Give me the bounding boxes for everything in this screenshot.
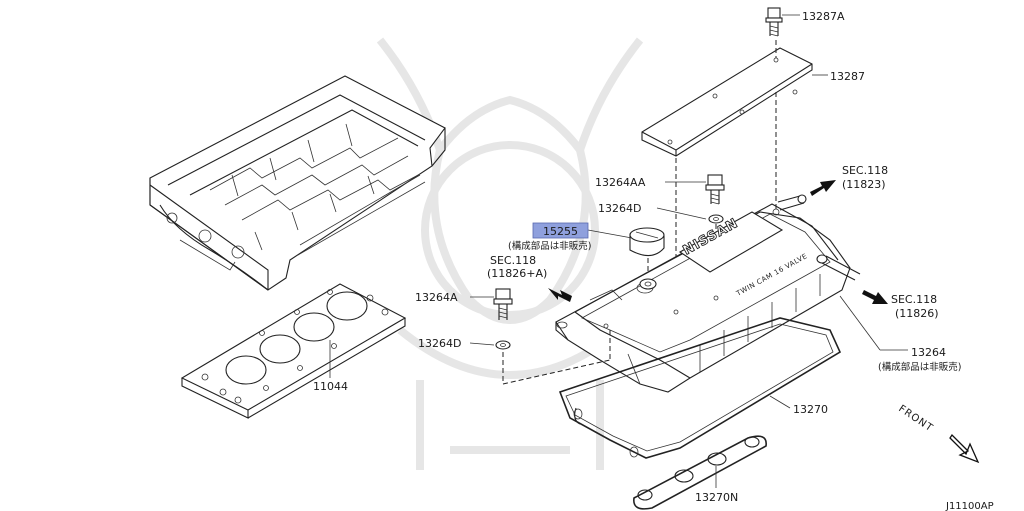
label-13264a[interactable]: 13264A: [415, 291, 458, 304]
label-sec118-11823[interactable]: SEC.118: [842, 164, 888, 177]
oil-filler-cap: [587, 227, 665, 284]
label-sec118-11826a[interactable]: SEC.118: [490, 254, 536, 267]
label-13270[interactable]: 13270: [793, 403, 828, 416]
diagram-code: J11100AP: [945, 501, 994, 511]
label-13264-note: (構成部品は非販売): [878, 361, 961, 373]
label-sec118-11826a-sub: (11826+A): [487, 267, 547, 280]
cylinder-head: [149, 75, 446, 291]
plug-tube-gasket: [633, 435, 767, 510]
part-15255-highlight[interactable]: [532, 222, 589, 239]
bolt-13264a: [470, 288, 513, 320]
washer-13264d-bottom: [469, 330, 611, 385]
label-sec118-11823-sub: (11823): [842, 178, 886, 191]
label-13264aa[interactable]: 13264AA: [595, 176, 646, 189]
label-sec118-11826-sub: (11826): [895, 307, 939, 320]
label-13287a[interactable]: 13287A: [802, 10, 845, 23]
label-13287[interactable]: 13287: [830, 70, 865, 83]
label-sec118-11826[interactable]: SEC.118: [891, 293, 937, 306]
label-13264d-bottom[interactable]: 13264D: [418, 337, 461, 350]
bolt-13287a: [765, 7, 800, 37]
head-gasket: [180, 283, 407, 419]
front-label: FRONT: [896, 403, 935, 434]
label-15255-note: (構成部品は非販売): [508, 240, 591, 252]
direction-arrow-icon: [810, 180, 836, 196]
label-13270n[interactable]: 13270N: [695, 491, 738, 504]
rocker-cover: [555, 194, 908, 393]
bolt-13264aa: [665, 174, 725, 205]
direction-arrow-icon: [548, 288, 572, 302]
baffle-plate-13287: [641, 40, 828, 320]
label-13264[interactable]: 13264: [911, 346, 946, 359]
front-arrow-icon: [949, 433, 980, 464]
label-13264d-top[interactable]: 13264D: [598, 202, 641, 215]
label-15255[interactable]: 15255: [543, 225, 578, 238]
direction-arrow-icon: [862, 290, 888, 304]
label-11044[interactable]: 11044: [313, 380, 348, 393]
rocker-cover-gasket: [558, 317, 842, 459]
